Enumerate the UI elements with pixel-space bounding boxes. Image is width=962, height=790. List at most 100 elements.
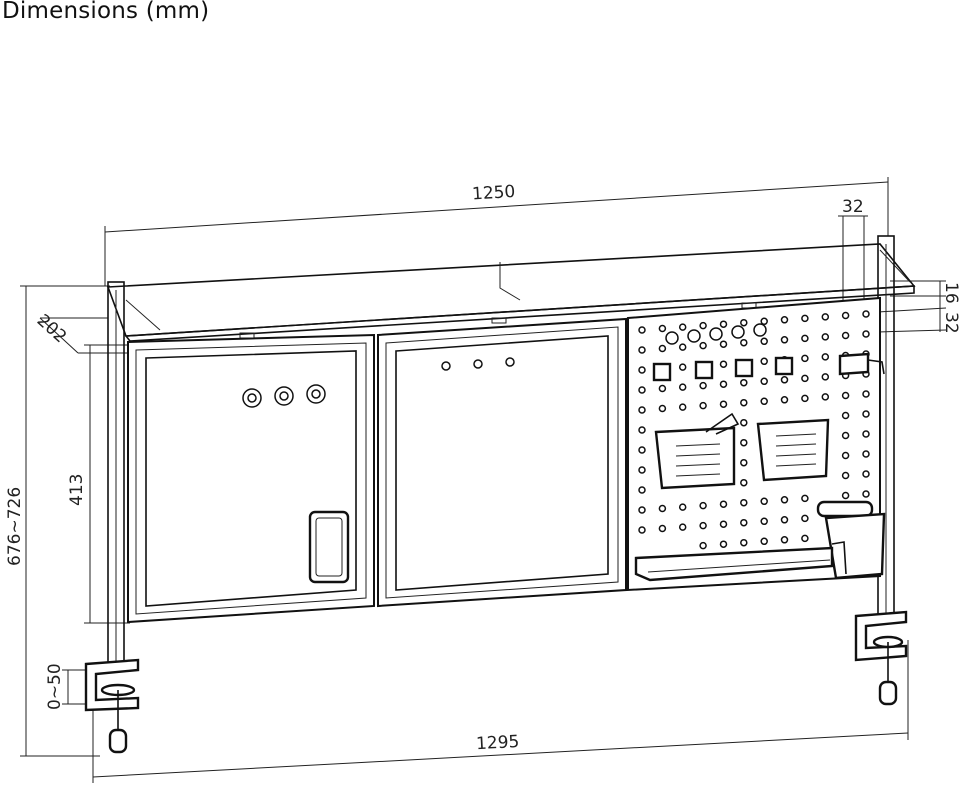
peg-hole [740, 458, 748, 467]
peg-hole [801, 314, 809, 323]
peg-hole [841, 471, 850, 480]
peg-hole [719, 520, 728, 528]
peg-hole [658, 504, 667, 513]
peg-hole [699, 401, 707, 410]
peg-hole [760, 497, 768, 506]
peg-hole [821, 333, 830, 341]
peg-hole [719, 380, 728, 388]
peg-hole [719, 500, 728, 508]
peg-hole [801, 334, 809, 343]
peg-hole [760, 317, 768, 326]
peg-hole [801, 514, 809, 523]
peg-hole [638, 406, 646, 414]
peg-hole [740, 398, 748, 407]
peg-hole [638, 526, 646, 534]
peg-hole [862, 310, 870, 318]
peg-hole [740, 498, 748, 507]
peg-hole [780, 316, 789, 324]
hook-row [652, 356, 794, 382]
peg-hole [801, 534, 809, 543]
peg-hole [658, 404, 667, 413]
peg-hole [638, 486, 646, 494]
peg-hole [699, 541, 707, 550]
peg-hole [801, 354, 809, 363]
peg-hole [780, 516, 789, 524]
peg-hole [658, 344, 667, 353]
peg-hole [719, 320, 728, 328]
dimension-label-1250: 1250 [471, 182, 515, 205]
peg-hole [699, 521, 707, 530]
peg-hole [780, 396, 789, 404]
peg-hole [638, 446, 646, 454]
dimension-label-32-pitch: 32 [842, 197, 864, 217]
peg-hole [740, 518, 748, 527]
peg-hole [862, 390, 870, 398]
peg-hole [841, 311, 850, 320]
peg-hole [678, 323, 687, 331]
peg-hole [719, 360, 728, 368]
bottom-tray [634, 546, 834, 582]
peg-hole [801, 494, 809, 503]
peg-hole [780, 496, 789, 504]
peg-hole [678, 363, 687, 371]
peg-hole [760, 337, 768, 346]
peg-hole [699, 341, 707, 350]
peg-hole [638, 326, 646, 334]
peg-hole [699, 321, 707, 330]
peg-hole [678, 523, 687, 531]
peg-hole [740, 538, 748, 547]
peg-hole [862, 410, 870, 418]
side-hook [838, 352, 885, 376]
peg-hole [760, 517, 768, 526]
peg-hole [841, 391, 850, 400]
dimension-label-676-726: 676~726 [5, 487, 25, 566]
peg-hole [780, 336, 789, 344]
peg-hole [740, 438, 748, 447]
peg-hole [841, 411, 850, 420]
peg-hole [638, 346, 646, 354]
peg-hole [678, 503, 687, 511]
peg-hole [638, 426, 646, 434]
peg-hole [780, 536, 789, 544]
peg-hole [740, 318, 748, 327]
whiteboard-panel-middle [377, 317, 627, 608]
peg-hole [862, 330, 870, 338]
peg-hole [862, 490, 870, 498]
peg-hole [801, 374, 809, 383]
peg-hole [719, 340, 728, 348]
whiteboard-panel-left [127, 333, 375, 624]
peg-hole [821, 353, 830, 361]
peg-hole [841, 451, 850, 460]
peg-hole [862, 430, 870, 438]
dimension-label-0-50: 0~50 [45, 663, 65, 710]
peg-hole [760, 537, 768, 546]
peg-hole [780, 376, 789, 384]
page-title: Dimensions (mm) [2, 0, 210, 24]
peg-hole [699, 501, 707, 510]
left-desk-clamp [84, 658, 140, 754]
peg-hole [760, 397, 768, 406]
peg-hole [740, 338, 748, 347]
peg-hole [801, 394, 809, 403]
peg-hole [862, 450, 870, 458]
dimension-label-1295: 1295 [476, 732, 520, 754]
peg-hole [699, 381, 707, 390]
dimension-label-413: 413 [67, 474, 87, 506]
peg-knobs [665, 323, 767, 345]
right-desk-clamp [854, 610, 908, 706]
peg-hole [821, 313, 830, 321]
peg-hole [740, 378, 748, 387]
dimension-label-16: 16 [941, 282, 961, 304]
peg-hole [760, 357, 768, 366]
peg-hole [862, 470, 870, 478]
peg-hole [841, 331, 850, 340]
dimension-label-32-side: 32 [941, 312, 961, 334]
peg-hole [719, 540, 728, 548]
cup-holder [816, 500, 886, 580]
peg-hole [719, 400, 728, 408]
peg-hole [740, 418, 748, 427]
peg-hole [638, 366, 646, 374]
peg-hole [678, 343, 687, 351]
peg-hole [740, 478, 748, 487]
